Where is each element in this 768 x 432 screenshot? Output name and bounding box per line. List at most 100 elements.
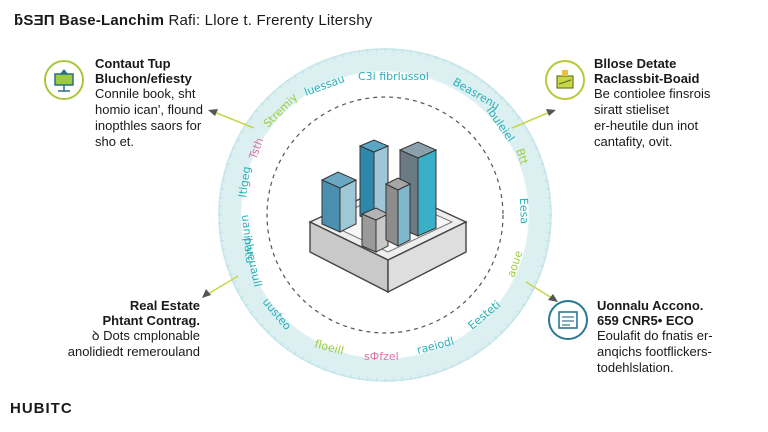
ring-tick — [308, 360, 312, 365]
building-e-front — [385, 183, 399, 247]
ring-tick — [279, 84, 283, 89]
ring-tick — [349, 51, 352, 56]
ring-tick — [266, 329, 271, 334]
ring-tick — [530, 138, 535, 142]
arrow-bottom-right — [525, 281, 553, 299]
ring-tick — [324, 366, 328, 372]
ring-tick — [349, 374, 352, 379]
top-right-body-4: cantafity, ovit. — [594, 134, 673, 149]
ring-tick — [358, 49, 360, 55]
ring-tick — [493, 335, 498, 340]
ring-tick — [536, 154, 542, 158]
bottom-left-heading-2: Phtant Contrag. — [102, 313, 201, 328]
ring-tick — [458, 65, 462, 70]
dashed-circle — [266, 96, 504, 334]
arrowhead-bottom-right — [548, 294, 558, 302]
buildings — [320, 139, 438, 253]
ring-tick — [316, 363, 320, 368]
page-title: ƃSƎΠ Base-Lanchim Rafi: Llore t. Frerent… — [14, 12, 372, 29]
ring-tick — [301, 355, 304, 360]
ring-tick — [260, 102, 265, 107]
ring-tick — [286, 346, 290, 351]
title-rest: Rafi: Llore t. Frerenty Litershy — [164, 12, 373, 29]
ring-tick — [434, 56, 438, 61]
building-e-side — [397, 183, 411, 247]
ring-tick — [266, 96, 271, 101]
book-lines-icon — [548, 300, 588, 340]
building-c-side — [417, 149, 437, 237]
building-b-roof — [358, 139, 390, 153]
ring-tick — [426, 372, 429, 377]
ring-tick — [341, 372, 344, 377]
presentation-board — [54, 73, 74, 86]
ring-tick — [466, 355, 469, 360]
ring-tick — [536, 272, 542, 276]
bottom-left-block: Real Estate Phtant Contrag. ꝺ Dots cmplo… — [10, 298, 200, 360]
bottom-right-block: Uonnalu Accono. 659 CNR5• ЕСО Eoulafit d… — [597, 298, 713, 376]
arrow-bottom-left — [207, 275, 239, 295]
ring-tick — [511, 109, 516, 113]
ring-tick — [223, 256, 228, 259]
chart-board-top — [562, 70, 568, 76]
presentation-top — [60, 69, 68, 74]
bottom-left-heading-1: Real Estate — [129, 298, 200, 313]
ring-tick — [279, 341, 283, 346]
ring-tick — [545, 240, 551, 242]
top-left-body-3: inopthles saors for — [95, 118, 202, 133]
inner-ring-edge — [240, 70, 530, 360]
book-cover — [558, 311, 578, 329]
ring-tick — [434, 369, 438, 374]
arrowhead-top-right — [546, 109, 556, 116]
ring-tick — [442, 366, 446, 372]
ring-tick — [219, 240, 225, 242]
ring-tick — [533, 280, 538, 284]
ring-tick — [533, 146, 538, 150]
ring-tick — [254, 109, 259, 113]
ring-tick — [324, 58, 328, 64]
top-right-heading-1: Bllose Detate — [594, 56, 677, 71]
ring-tick — [332, 369, 336, 374]
bottom-right-heading-2: 659 CNR5• ЕСО — [597, 313, 694, 328]
ring-tick — [505, 323, 510, 328]
ring-ticks — [218, 48, 552, 382]
ring-tick — [521, 303, 526, 307]
top-right-body-1: Be contiolee finsrois — [594, 86, 711, 101]
top-left-heading-1: Contaut Tup — [95, 56, 171, 71]
ring-word-right-mid: Eesa — [517, 198, 531, 225]
bottom-right-body-3: todehlslation. — [597, 360, 674, 375]
ring-word-bottom-center: sФfzel — [364, 350, 399, 363]
top-right-heading-2: Raclassbit-Boaid — [594, 71, 700, 86]
ring-tick — [458, 360, 462, 365]
ring-tick — [466, 70, 469, 75]
ring-tick — [505, 102, 510, 107]
ring-tick — [544, 248, 549, 251]
ring-tick — [525, 131, 530, 134]
ring-tick — [542, 171, 547, 174]
ring-tick — [516, 310, 521, 314]
ring-tick — [442, 58, 446, 64]
ring-tick — [249, 116, 254, 120]
ring-tick — [293, 74, 297, 79]
arrow-top-right — [511, 111, 551, 129]
ring-tick — [240, 296, 245, 299]
top-left-heading-2: Bluchon/efiesty — [95, 71, 192, 86]
ring-tick — [254, 317, 259, 321]
title-bold: ƃSƎΠ Base-Lanchim — [14, 12, 165, 29]
ring-tick — [539, 162, 544, 166]
ring-tick — [521, 123, 526, 127]
ring-tick — [232, 146, 237, 150]
ring-tick — [450, 62, 454, 67]
presentation-icon-glyph — [54, 69, 74, 92]
ring-tick — [272, 335, 277, 340]
ring-tick — [301, 70, 304, 75]
ring-tick — [487, 84, 491, 89]
chart-board-icon-glyph — [556, 70, 574, 89]
top-left-body-2: homio ican', flound — [95, 102, 203, 117]
ring-tick — [221, 248, 226, 251]
ring-tick — [219, 188, 225, 190]
presentation-icon — [44, 60, 84, 100]
ring-word-left-mid: Itlgeg — [236, 166, 253, 199]
ring-tick — [226, 264, 231, 268]
top-right-body-3: er-heutile dun inot — [594, 118, 699, 133]
ring-tick — [260, 323, 265, 328]
